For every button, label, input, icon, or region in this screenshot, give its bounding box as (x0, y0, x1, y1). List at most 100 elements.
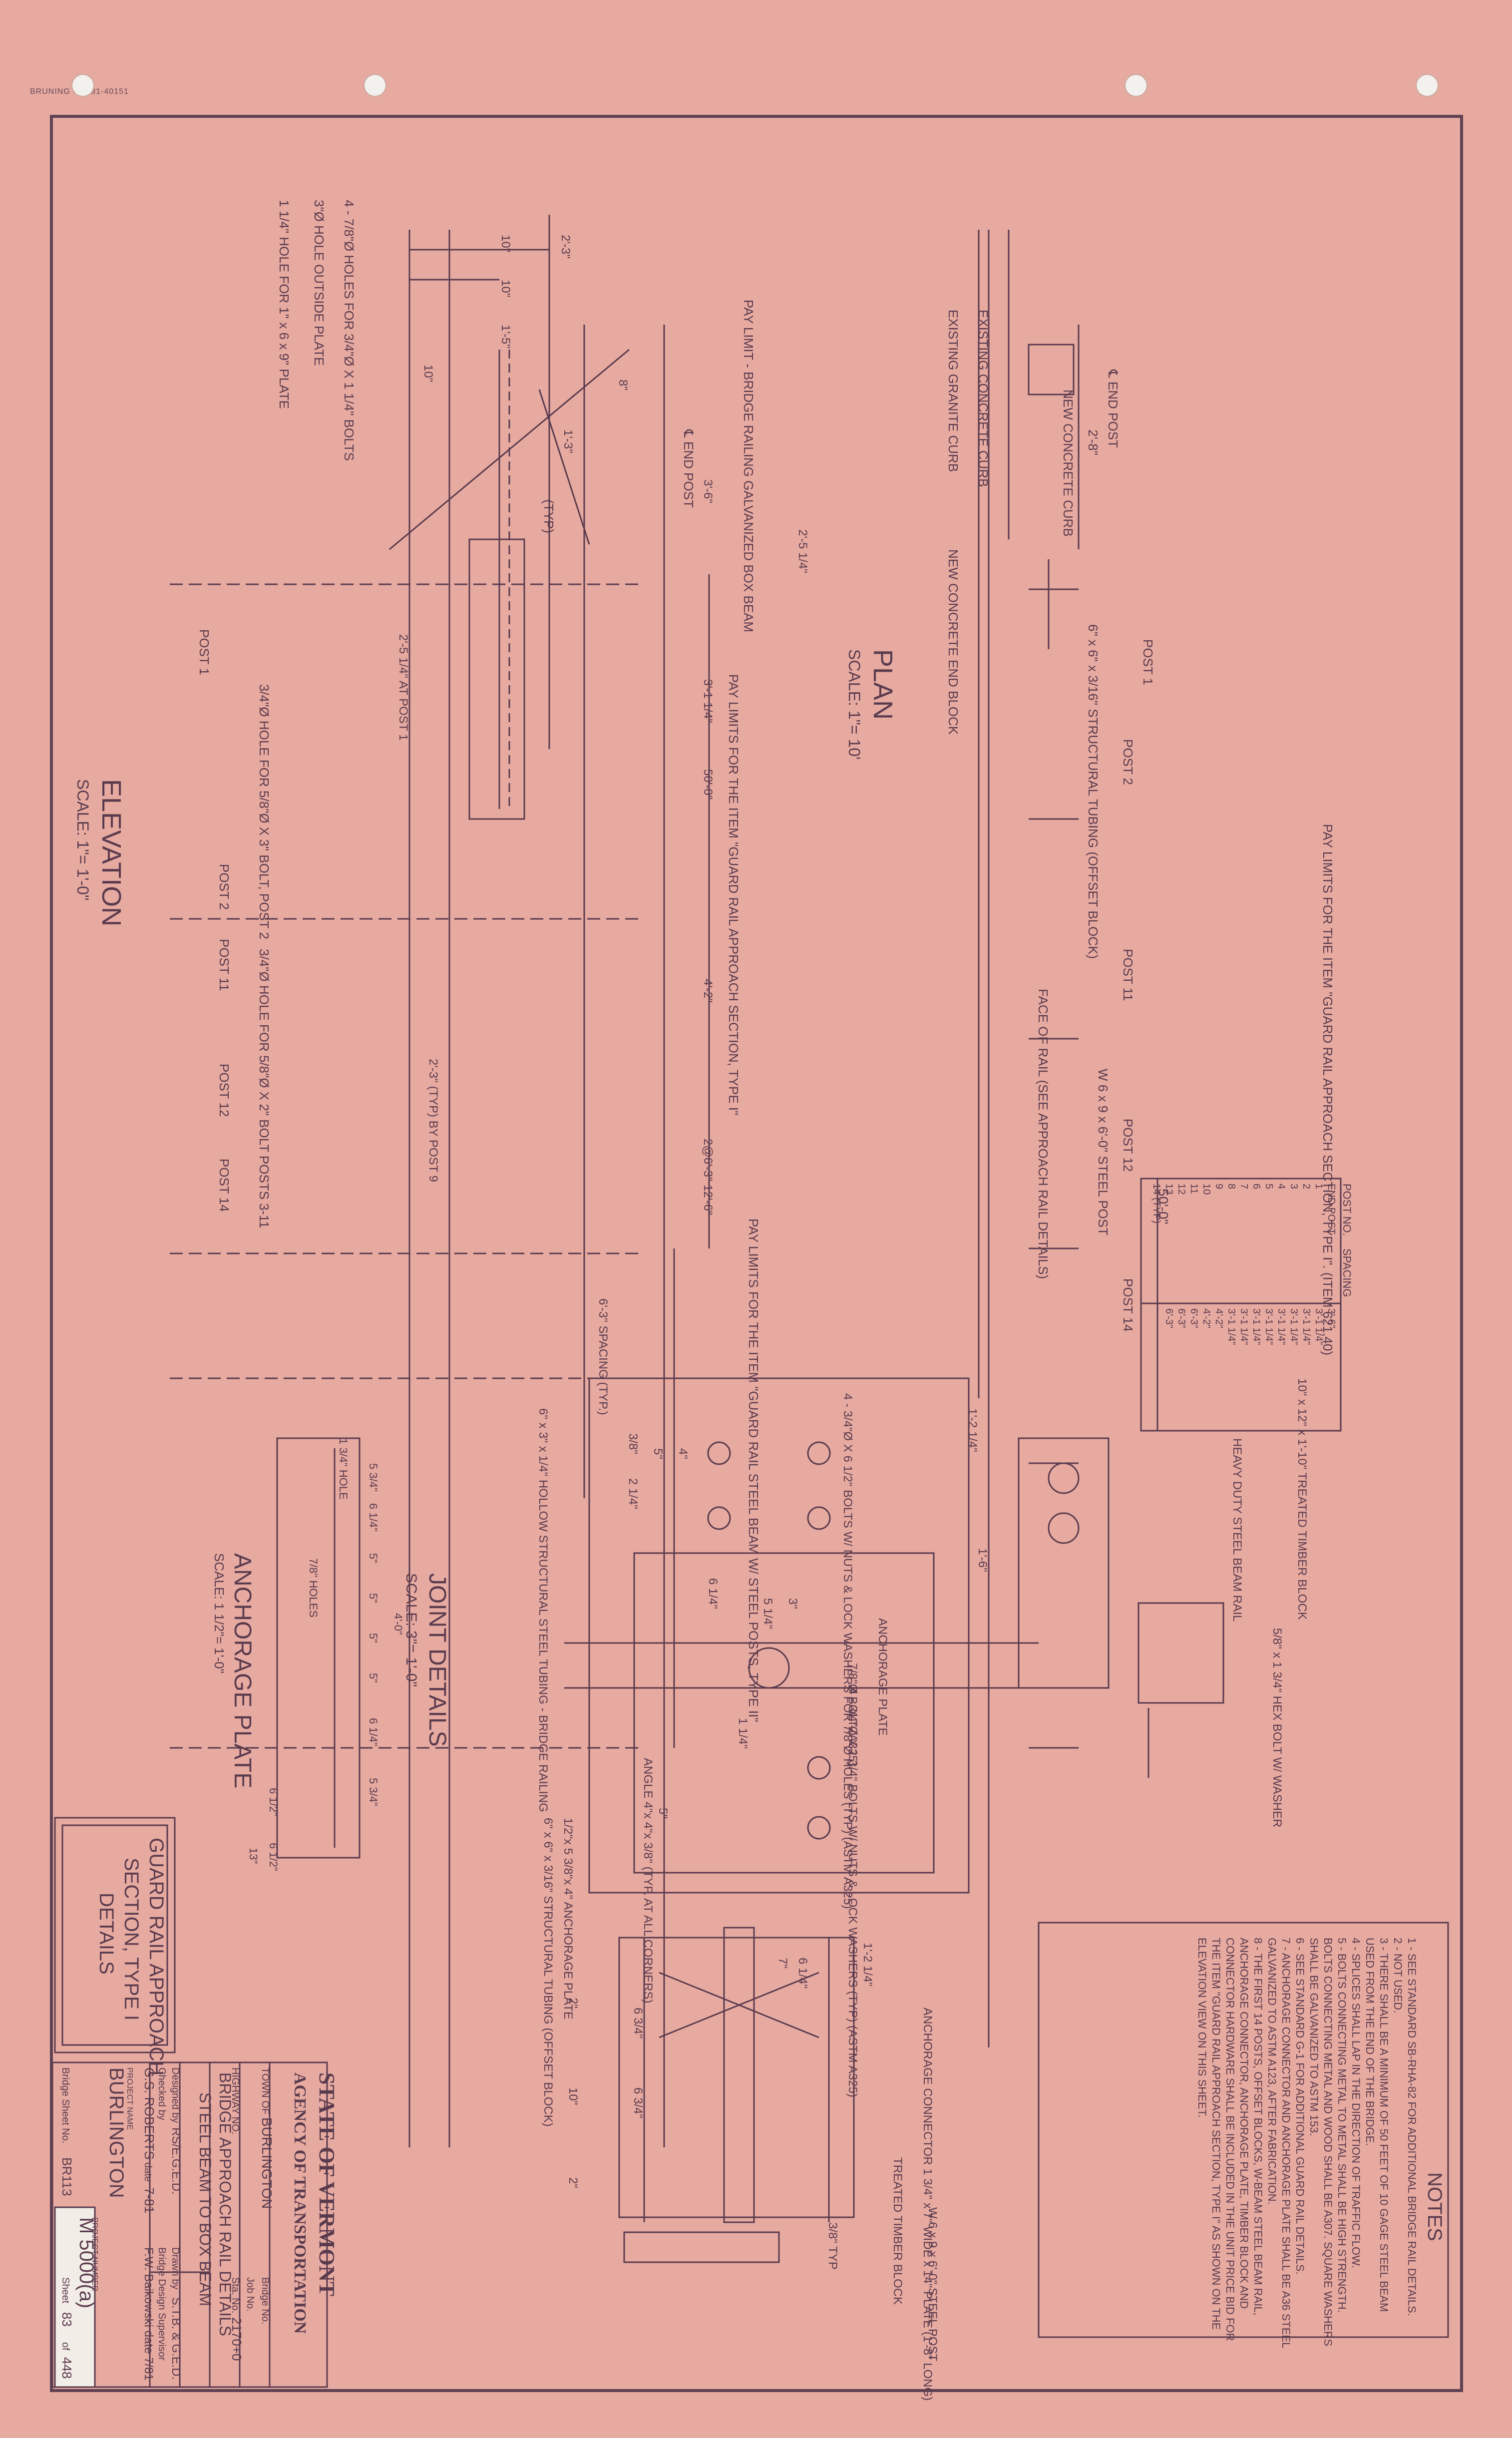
elev-dim-m: 2@6'-3" 12'-6" (701, 1139, 715, 1215)
elev-label-post2-hole: 3/4"Ø HOLE FOR 5/8"Ø X 3" BOLT, POST 2 (257, 684, 272, 939)
tb-agency: AGENCY OF TRANSPORTATION (291, 2072, 309, 2334)
elev-dim-g: 8" (616, 380, 630, 391)
sec-dim-e: 3/8" TYP (826, 2222, 839, 2270)
sec-dim-h: 2" (566, 2177, 580, 2188)
note-line: 1 - SEE STANDARD SB-RHA-82 FOR ADDITIONA… (1406, 1938, 1418, 2316)
tb-designed: RS/E.G.E.D. (169, 2127, 183, 2195)
elev-label-paylimit-steel: PAY LIMITS FOR THE ITEM "GUARD RAIL STEE… (746, 1219, 761, 1722)
plan-scale: SCALE: 1"= 10' (845, 649, 863, 760)
elev-label-end-post: ℄ END POST (681, 429, 696, 508)
spacing-row-spacing: 3'-1 1/4" (1313, 1308, 1324, 1345)
elev-dim-e: 10" (421, 365, 435, 382)
sec-label-hex-bolt: 5/8" x 1 3/4" HEX BOLT W/ WASHER (1270, 1628, 1284, 1827)
note-line: 5 - BOLTS CONNECTING METAL TO METAL SHAL… (1336, 1938, 1348, 2313)
elev-label-post-12: POST 12 (217, 1064, 232, 1117)
sec-label-tubing: 6" x 6" x 3/16" STRUCTURAL TUBING (OFFSE… (541, 1818, 555, 2127)
elev-dim-j: 3'-1 1/4" (701, 679, 715, 723)
plan-label-new-curb: NEW CONCRETE CURB (1061, 390, 1076, 537)
notes-title: NOTES (1424, 2172, 1446, 2241)
elev-dim-i: 3'-6" (701, 479, 715, 503)
ap-dim-3: 5" (367, 1553, 379, 1563)
joint-label-bolts-b: 4 - 3/4"Ø X 1 3/4" BOLTS W/ NUTS & LOCK … (846, 1688, 859, 2097)
elev-label-post-11: POST 11 (217, 939, 232, 991)
sec-label-connector: ANCHORAGE CONNECTOR 1 3/4" x 7" WIDE x 1… (921, 2008, 934, 2401)
joint-label-bolt: 7/8"Ø BOLT (A325) (846, 1663, 859, 1766)
spacing-row-post: 6 (1251, 1184, 1262, 1189)
tb-checked: G.S. ROBERTS (142, 2067, 157, 2159)
ap-dim-half-a: 6 1/2" (267, 1843, 280, 1871)
elev-dim-n: 6'-3" SPACING (TYP.) (596, 1298, 610, 1415)
joint-dim-h: 3/8" (626, 1433, 640, 1454)
sec-label-anchor-plate: 1/2"x 5 3/8"x 4" ANCHORAGE PLATE (561, 1818, 575, 2020)
tb-job-label: Job No. (245, 2277, 256, 2312)
spacing-row-post: 10 (1201, 1184, 1212, 1195)
plan-label-pay-limits: PAY LIMITS FOR THE ITEM "GUARD RAIL APPR… (1320, 824, 1335, 1355)
elev-dim-l: 4'-2" (701, 979, 715, 1003)
elev-label-post-14: POST 14 (217, 1159, 232, 1212)
plan-label-post-1: POST 1 (1140, 639, 1155, 685)
elev-label-post-2: POST 2 (217, 864, 232, 910)
spacing-row-spacing: 3'-1 1/4" (1263, 1308, 1274, 1345)
ap-dim-6: 5" (367, 1673, 379, 1683)
plan-label-dim: 2'-8" (1086, 429, 1101, 455)
plan-label-existing-curb: EXISTING CONCRETE CURB (976, 310, 991, 487)
joint-label-tubing: 6" x 3" x 1/4" HOLLOW STRUCTURAL STEEL T… (536, 1408, 550, 1812)
tb-town-label: TOWN OF (260, 2067, 271, 2114)
joint-label-bolts-a: 4 - 3/4"Ø X 6 1/2" BOLTS W/ NUTS & LOCK … (841, 1393, 854, 1909)
spacing-row-post: 11 (1188, 1184, 1199, 1194)
note-line: CONNECTOR HARDWARE SHALL BE INCLUDED IN … (1224, 1938, 1236, 2341)
note-line: 7 - ANCHORAGE CONNECTOR AND ANCHORAGE PL… (1280, 1938, 1292, 2348)
spacing-row-spacing: 4'-2" (1213, 1308, 1224, 1328)
elevation-scale: SCALE: 1"= 1'-0" (74, 779, 92, 900)
spacing-table-dim: 50'-0" (1155, 1189, 1171, 1224)
note-line: SHALL BE GALVANIZED TO ASTM 153. (1308, 1938, 1320, 2136)
sheet-title-line1: GUARD RAIL APPROACH (145, 1838, 167, 2075)
joint-dim-width: 1'-2 1/4" (966, 1408, 979, 1452)
tb-project-no: M 5000(a) (75, 2217, 97, 2308)
ap-label-holes: 7/8" HOLES (307, 1558, 320, 1618)
tb-bridge-sheet-label: Bridge Sheet No. (60, 2067, 71, 2143)
punch-hole (1416, 74, 1439, 97)
sec-label-beam-rail: HEAVY DUTY STEEL BEAM RAIL (1230, 1438, 1244, 1622)
elev-label-post-1: POST 1 (197, 629, 212, 675)
note-line: ANCHORAGE CONNECTOR, ANCHORAGE PLATE, TI… (1238, 1938, 1250, 2309)
spacing-row-post: 9 (1213, 1184, 1224, 1189)
plan-label-steel-post: W 6 x 9 x 6'-0" STEEL POST (1096, 1069, 1111, 1235)
sec-label-timber: TREATED TIMBER BLOCK (891, 2157, 904, 2305)
note-line: USED FROM THE END OF THE BRIDGE. (1364, 1938, 1376, 2146)
tb-sheet: 83 (59, 2312, 74, 2327)
spacing-row-post: 5 (1263, 1184, 1274, 1189)
tb-project: BURLINGTON (105, 2067, 127, 2198)
elev-dim-o: 2'-3" (TYP) BY POST 9 (426, 1059, 440, 1182)
spacing-row-spacing: 3'-1 1/4" (1301, 1308, 1312, 1345)
sec-label-timber-block: 10" x 12" x 1'-10" TREATED TIMBER BLOCK (1295, 1378, 1309, 1620)
note-line: GALVANIZED TO ASTM A123, AFTER FABRICATI… (1266, 1938, 1278, 2205)
elevation-title: ELEVATION (96, 779, 126, 926)
elev-label-paylimit-approach: PAY LIMITS FOR THE ITEM "GUARD RAIL APPR… (726, 674, 741, 1115)
elev-label-paylimit-bridge: PAY LIMIT - BRIDGE RAILING GALVANIZED BO… (741, 300, 756, 632)
tb-state: STATE OF VERMONT (315, 2072, 339, 2296)
sec-dim-width: 1'-2 1/4" (861, 1943, 874, 1987)
tb-supervisor: F.W. Baikowski date 7/81 (142, 2247, 155, 2381)
spacing-header-post: POST NO. (1341, 1184, 1353, 1236)
spacing-row-post: 13 (1163, 1184, 1174, 1195)
spacing-row-post: 8 (1226, 1184, 1237, 1189)
spacing-row-spacing: 6'-3" (1176, 1308, 1187, 1328)
elev-dim-f: 1'-3" (561, 429, 575, 453)
ap-dim-4: 5" (367, 1593, 379, 1603)
tb-bridge-label: Bridge No. (260, 2277, 271, 2325)
anchorage-plate-scale: SCALE: 1 1/2"= 1'-0" (212, 1553, 227, 1673)
joint-dim-b: 6 1/4" (706, 1578, 720, 1609)
elev-label-outside-hole: 3"Ø HOLE OUTSIDE PLATE (312, 200, 327, 366)
ap-dim-5: 5" (367, 1633, 379, 1643)
anchorage-plate-title: ANCHORAGE PLATE (229, 1553, 256, 1788)
ap-dim-width: 13" (247, 1848, 260, 1864)
joint-dim-i: 2 1/4" (626, 1478, 640, 1509)
sec-dim-g: 10" (566, 2087, 580, 2105)
spacing-row-spacing: 6'-3" (1188, 1308, 1199, 1328)
joint-label-anchorage: ANCHORAGE PLATE (876, 1618, 889, 1736)
joint-dim-f: 1 1/4" (736, 1718, 750, 1749)
tb-checked-label: Checked by (156, 2067, 167, 2120)
sheet-title-line2: SECTION, TYPE I (120, 1858, 142, 2021)
